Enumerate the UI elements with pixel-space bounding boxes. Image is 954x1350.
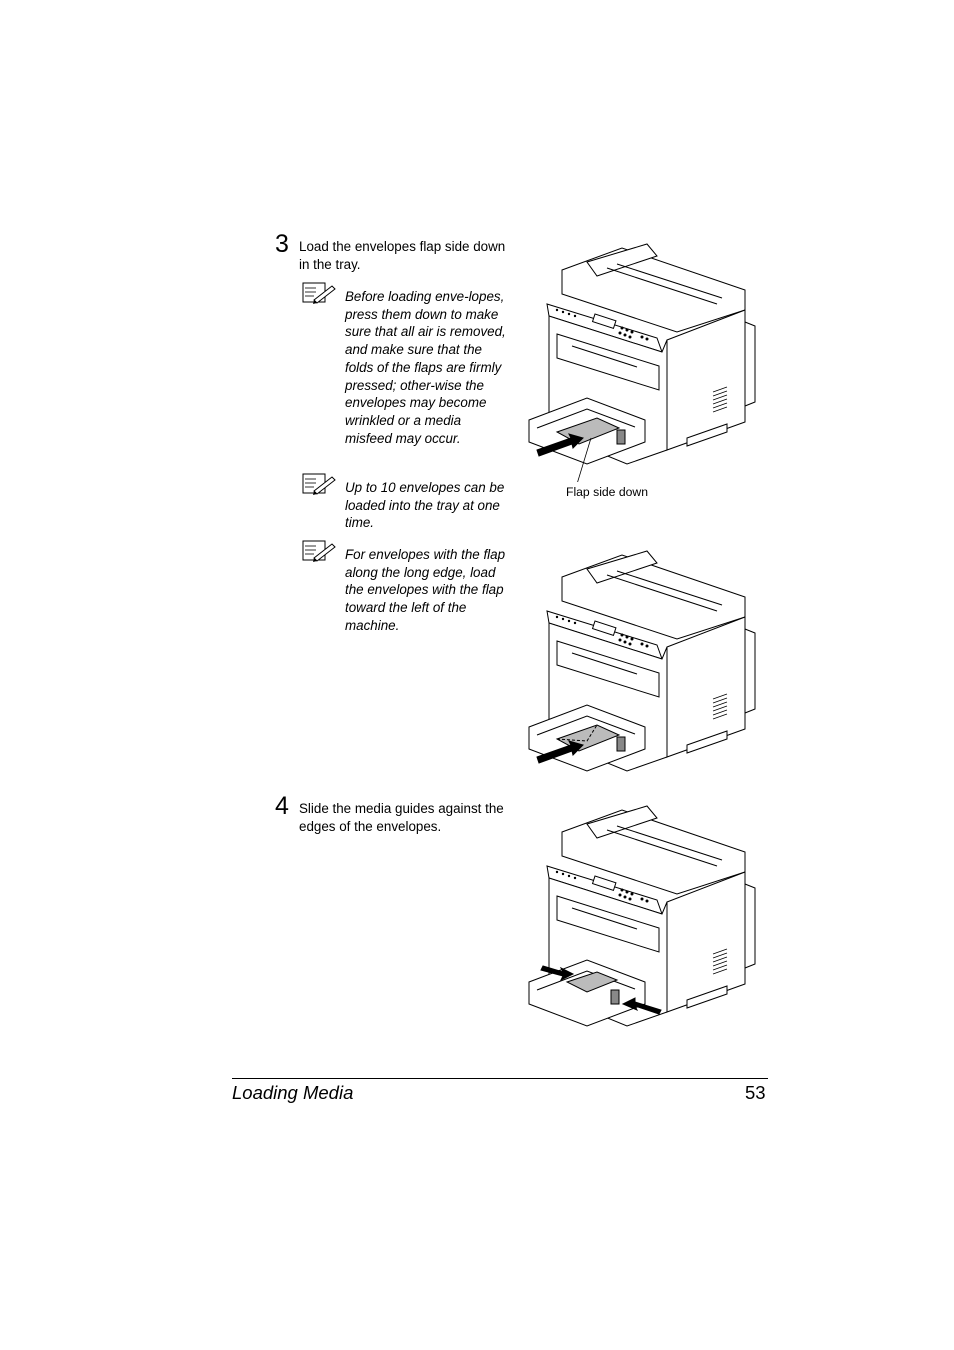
note-text: For envelopes with the flap along the lo… (345, 547, 506, 633)
note-text: Up to 10 envelopes can be loaded into th… (345, 480, 505, 531)
printer-illustration-long-edge-flap (527, 549, 759, 789)
footer-section-title: Loading Media (232, 1082, 354, 1103)
note-text: Before loading enve-lopes, press them do… (345, 289, 506, 446)
note-pencil-icon (302, 540, 336, 564)
step-4-text: Slide the media guides against the edges… (299, 801, 504, 834)
printer-illustration-media-guides (527, 804, 759, 1044)
footer-page-number: 53 (745, 1082, 766, 1103)
footer-rule (232, 1078, 768, 1079)
printer-illustration-flap-down (527, 242, 759, 482)
figure-caption: Flap side down (566, 485, 648, 499)
step-3-text: Load the envelopes flap side down in the… (299, 239, 506, 272)
step-3-number: 3 (275, 230, 289, 258)
note-pencil-icon (302, 282, 336, 306)
step-4-number: 4 (275, 792, 289, 820)
note-pencil-icon (302, 473, 336, 497)
